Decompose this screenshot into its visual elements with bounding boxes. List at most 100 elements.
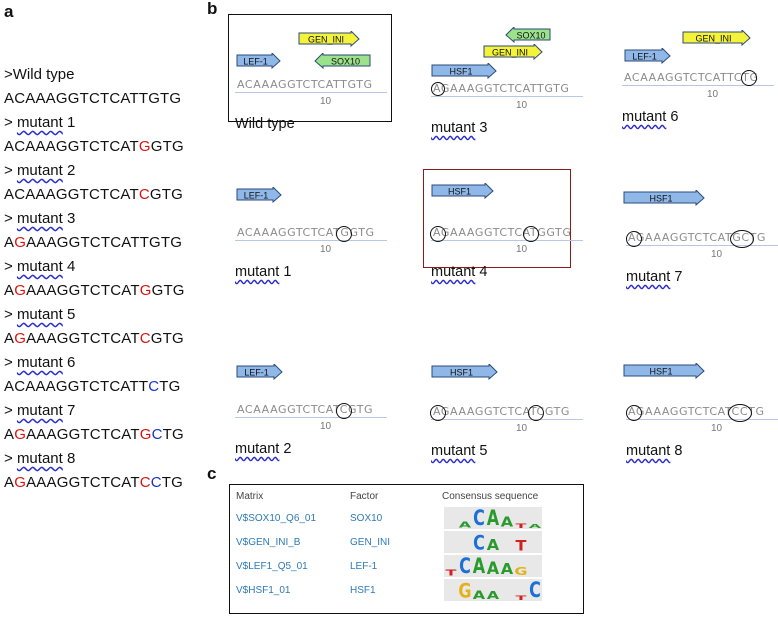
logo-letter: T bbox=[515, 521, 527, 530]
axis-tick-label: 10 bbox=[320, 96, 332, 107]
mutation-circle bbox=[626, 231, 642, 247]
logo-letter: T bbox=[515, 593, 527, 602]
sequence-axis bbox=[235, 417, 387, 418]
arrow-hsf1: HSF1 bbox=[431, 183, 494, 199]
arrow-label: GEN_INI bbox=[695, 34, 731, 44]
factor-name: HSF1 bbox=[350, 585, 376, 596]
arrow-label: SOX10 bbox=[516, 31, 545, 41]
mutation-circle bbox=[728, 404, 752, 422]
factor-name: LEF-1 bbox=[350, 561, 378, 572]
site-label: mutant 2 bbox=[235, 441, 292, 457]
arrow-label: LEF-1 bbox=[243, 57, 268, 67]
header-matrix: Matrix bbox=[236, 491, 264, 502]
panel-label-a: a bbox=[4, 2, 14, 21]
logo-letter: T bbox=[445, 568, 457, 578]
sequence-text: AGAAAGGTCTCATCCTG bbox=[4, 474, 184, 491]
arrow-hsf1: HSF1 bbox=[431, 63, 497, 79]
factor-name: GEN_INI bbox=[350, 537, 391, 548]
site-sequence: ACAAAGGTCTCATGGTG bbox=[237, 226, 375, 239]
mutation-circle bbox=[730, 230, 754, 248]
logo-letter: A bbox=[528, 522, 542, 530]
arrow-lef-1: LEF-1 bbox=[236, 187, 282, 203]
site-sequence: ACAAAGGTCTCATTGTG bbox=[237, 78, 373, 91]
sequence-header: >Wild type bbox=[4, 66, 75, 83]
logo-letter: A bbox=[486, 536, 500, 554]
site-sequence: ACAAAGGTCTCATCGTG bbox=[237, 403, 374, 416]
site-sequence: AGAAAGGTCTCATGGTG bbox=[433, 226, 572, 239]
axis-tick-label: 10 bbox=[516, 100, 528, 111]
logo-letter: C bbox=[529, 576, 541, 603]
site-label: mutant 1 bbox=[235, 264, 292, 280]
logo-letter: A bbox=[500, 560, 514, 578]
axis-tick-label: 10 bbox=[516, 244, 528, 255]
axis-tick-label: 10 bbox=[711, 249, 723, 260]
arrow-label: HSF1 bbox=[649, 367, 672, 377]
arrow-hsf1: HSF1 bbox=[623, 190, 705, 206]
axis-tick-label: 10 bbox=[707, 89, 719, 100]
arrow-label: GEN_INI bbox=[492, 48, 528, 58]
axis-tick-label: 10 bbox=[320, 244, 332, 255]
sequence-header: > mutant 5 bbox=[4, 306, 76, 323]
matrix-link[interactable]: V$GEN_INI_B bbox=[236, 537, 301, 548]
site-label: mutant 8 bbox=[626, 443, 683, 459]
logo-letter: A bbox=[486, 588, 500, 602]
arrow-label: LEF-1 bbox=[244, 368, 269, 378]
site-label: mutant 5 bbox=[431, 443, 488, 459]
site-sequence: AGAAAGGTCTCATTGTG bbox=[433, 82, 570, 95]
sequence-text: ACAAAGGTCTCATTGTG bbox=[4, 90, 182, 107]
sequence-header: > mutant 8 bbox=[4, 450, 76, 467]
arrow-sox10: SOX10 bbox=[505, 27, 551, 43]
axis-tick-label: 10 bbox=[711, 423, 723, 434]
logo-letter: C bbox=[459, 552, 471, 579]
sequence-axis bbox=[622, 85, 774, 86]
arrow-gen-ini: GEN_INI bbox=[682, 30, 751, 46]
arrow-label: HSF1 bbox=[649, 194, 672, 204]
site-sequence: ACAAAGGTCTCATTCTG bbox=[624, 71, 759, 84]
sequence-text: ACAAAGGTCTCATCGTG bbox=[4, 186, 183, 203]
sequence-text: ACAAAGGTCTCATTCTG bbox=[4, 378, 181, 395]
sequence-axis bbox=[626, 245, 778, 246]
arrow-label: HSF1 bbox=[449, 67, 472, 77]
mutation-circle bbox=[430, 405, 446, 421]
header-factor: Factor bbox=[350, 491, 379, 502]
arrow-label: LEF-1 bbox=[244, 191, 269, 201]
arrow-label: HSF1 bbox=[450, 368, 473, 378]
sequence-axis bbox=[431, 419, 583, 420]
matrix-link[interactable]: V$SOX10_Q6_01 bbox=[236, 513, 317, 524]
sequence-header: > mutant 2 bbox=[4, 162, 76, 179]
logo-letter: G bbox=[458, 579, 472, 603]
sequence-header: > mutant 7 bbox=[4, 402, 76, 419]
sequence-axis bbox=[235, 92, 387, 93]
logo-letter: A bbox=[472, 587, 486, 602]
logo-letter: T bbox=[515, 537, 527, 554]
arrow-sox10: SOX10 bbox=[314, 53, 371, 69]
sequence-text: ACAAAGGTCTCATGGTG bbox=[4, 138, 184, 155]
logo-letter: G bbox=[514, 564, 528, 578]
sequence-axis bbox=[235, 240, 387, 241]
site-label: mutant 4 bbox=[431, 264, 488, 280]
matrix-link[interactable]: V$LEF1_Q5_01 bbox=[236, 561, 308, 572]
mutation-circle bbox=[741, 70, 757, 86]
logo-letter: C bbox=[473, 531, 485, 555]
arrow-label: SOX10 bbox=[331, 57, 360, 67]
mutation-circle bbox=[336, 403, 352, 419]
mutation-circle bbox=[430, 226, 446, 242]
matrix-link[interactable]: V$HSF1_01 bbox=[236, 585, 291, 596]
mutation-circle bbox=[431, 82, 445, 96]
arrow-label: GEN_INI bbox=[308, 35, 344, 45]
arrow-gen-ini: GEN_INI bbox=[298, 31, 360, 47]
sequence-header: > mutant 3 bbox=[4, 210, 76, 227]
sequence-axis bbox=[626, 419, 778, 420]
site-label: mutant 7 bbox=[626, 269, 683, 285]
site-label: mutant 6 bbox=[622, 109, 679, 125]
arrow-hsf1: HSF1 bbox=[431, 364, 498, 380]
panel-label-c: c bbox=[207, 464, 217, 483]
mutation-circle bbox=[626, 405, 642, 421]
sequence-text: AGAAAGGTCTCATGCTG bbox=[4, 426, 184, 443]
arrow-lef-1: LEF-1 bbox=[236, 364, 283, 380]
